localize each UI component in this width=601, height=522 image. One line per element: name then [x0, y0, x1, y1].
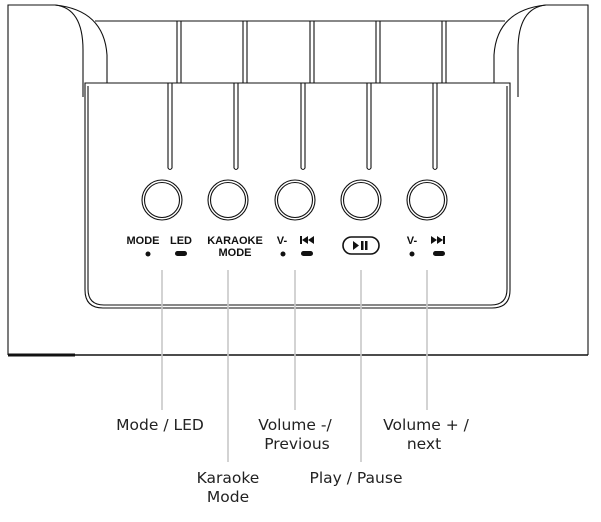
label-led: LED: [170, 235, 192, 247]
button-slots: [167, 21, 447, 171]
button-ring[interactable]: [209, 181, 247, 219]
label-karaoke: KARAOKE: [207, 235, 263, 247]
callout-volume-plus: Volume + /: [383, 416, 469, 434]
short-press-dot-icon: [280, 251, 286, 257]
button-slot: [167, 21, 182, 171]
speaker-body: [7, 4, 589, 357]
button-ring[interactable]: [406, 179, 448, 221]
previous-icon: [300, 236, 314, 244]
button-slot: [233, 21, 248, 171]
button-volume-minus-previous[interactable]: [274, 179, 316, 221]
button-mode-led[interactable]: [141, 179, 183, 221]
button-slot: [366, 21, 381, 171]
short-press-dot-icon: [145, 251, 151, 257]
next-icon: [431, 236, 445, 244]
long-press-bar-icon: [301, 251, 313, 256]
label-mode: MODE: [127, 235, 160, 247]
callout-next: next: [407, 435, 441, 453]
button-ring[interactable]: [276, 181, 314, 219]
button-slot: [300, 21, 315, 171]
short-press-dot-icon: [409, 251, 415, 257]
callout-previous: Previous: [264, 435, 330, 453]
button-ring[interactable]: [342, 181, 380, 219]
button-ring[interactable]: [408, 181, 446, 219]
button-ring[interactable]: [207, 179, 249, 221]
play-pause-icon: [342, 236, 380, 255]
callout-mode-led: Mode / LED: [116, 416, 204, 434]
callout-karaoke: Karaoke: [197, 469, 260, 487]
label-v-plus: V-: [407, 235, 418, 247]
long-press-bar-icon: [433, 251, 445, 256]
long-press-bar-icon: [175, 251, 187, 256]
callout-volume-minus: Volume -/: [258, 416, 332, 434]
button-ring[interactable]: [143, 181, 181, 219]
button-karaoke-mode[interactable]: [207, 179, 249, 221]
button-ring[interactable]: [274, 179, 316, 221]
button-ring[interactable]: [340, 179, 382, 221]
callout-karaoke-mode: Mode: [207, 488, 249, 506]
button-slot: [432, 21, 447, 171]
label-karaoke-mode: MODE: [219, 247, 252, 259]
label-v-minus: V-: [277, 235, 288, 247]
button-ring[interactable]: [141, 179, 183, 221]
button-play-pause[interactable]: [340, 179, 382, 221]
button-volume-plus-next[interactable]: [406, 179, 448, 221]
callout-play-pause: Play / Pause: [310, 469, 403, 487]
control-panel: [84, 82, 511, 309]
